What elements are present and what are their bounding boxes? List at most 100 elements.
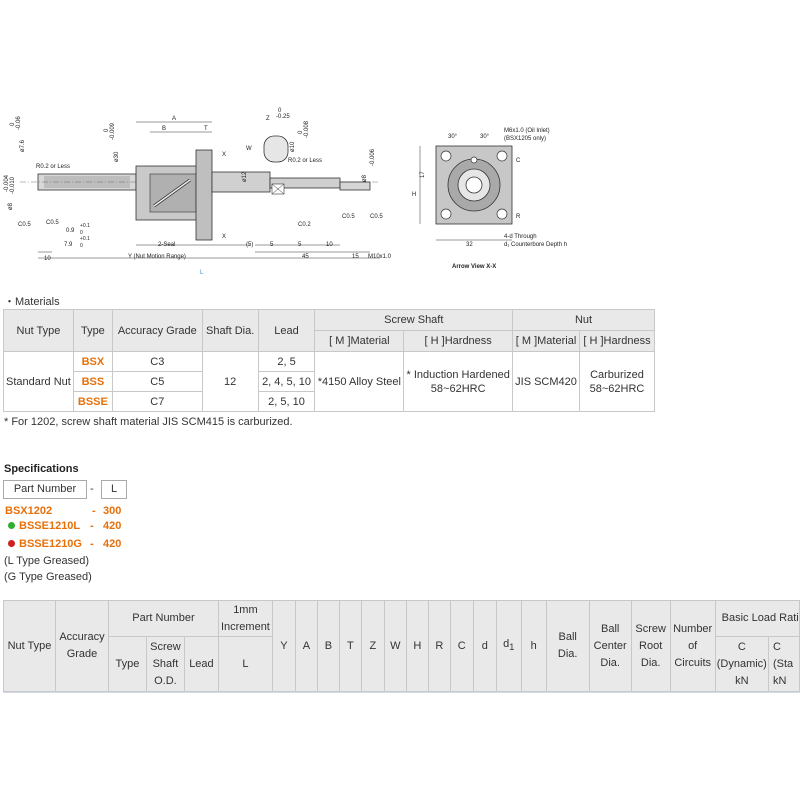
dim-32: 32 bbox=[466, 242, 473, 248]
col-dyn-line1: C bbox=[737, 640, 746, 653]
cell-accuracy: C3 bbox=[111, 351, 203, 372]
dim-c05-a: C0.5 bbox=[18, 222, 31, 228]
green-dot-icon bbox=[8, 522, 15, 529]
col-dyn-line2: (Dynamic) bbox=[716, 657, 767, 670]
header-screw-shaft: Screw Shaft bbox=[314, 309, 514, 331]
dim-09-tol-lower: 0 bbox=[80, 230, 83, 236]
col-screw-root-dia: Screw Root Dia. bbox=[630, 600, 671, 692]
col-circ-line2: of bbox=[688, 639, 698, 652]
col-sta-line1: C bbox=[772, 640, 781, 653]
col-d: d bbox=[472, 600, 497, 692]
col-z: Z bbox=[360, 600, 385, 692]
angle-30-right: 30° bbox=[480, 134, 490, 140]
col-accuracy-line1: Accuracy bbox=[59, 631, 105, 643]
materials-table: Nut Type Type Accuracy Grade Shaft Dia. … bbox=[3, 309, 656, 412]
angle-30-left: 30° bbox=[448, 134, 458, 140]
dim-z-tol-upper: 0 bbox=[278, 108, 282, 114]
dim-r02-right: R0.2 or Less bbox=[288, 158, 322, 164]
dim-c05-d: C0.5 bbox=[370, 214, 383, 220]
col-ball-dia: Ball Dia. bbox=[545, 600, 590, 692]
dim-phi30-tol-lower: -0.009 bbox=[110, 122, 116, 140]
cell-type-bss[interactable]: BSS bbox=[72, 371, 113, 392]
dim-c-view: C bbox=[516, 158, 521, 164]
col-ball-center-dia: Ball Center Dia. bbox=[588, 600, 632, 692]
col-increment: 1mm Increment bbox=[217, 600, 273, 637]
col-c: C bbox=[449, 600, 474, 692]
example-part[interactable]: BSSE1210L bbox=[19, 520, 81, 532]
nut-hardness-line2: 58~62HRC bbox=[589, 382, 645, 395]
header-accuracy-grade: Accuracy Grade bbox=[111, 309, 203, 352]
dim-z: Z bbox=[266, 116, 270, 122]
table-divider bbox=[3, 692, 800, 693]
col-dynamic: C (Dynamic) kN bbox=[714, 636, 769, 692]
cell-lead: 2, 4, 5, 10 bbox=[257, 371, 316, 392]
dim-t: T bbox=[204, 126, 208, 132]
dim-phi8-tol-lower: -0.010 bbox=[10, 176, 16, 194]
col-sta-line2: (Sta bbox=[772, 657, 794, 670]
dim-h: H bbox=[412, 192, 416, 198]
header-nut-hardness: [ H ]Hardness bbox=[578, 330, 656, 352]
col-lead: Lead bbox=[183, 636, 219, 692]
section-x-bottom: X bbox=[222, 234, 226, 240]
label-arrow-view: Arrow View X-X bbox=[452, 264, 496, 270]
col-dyn-line3: kN bbox=[735, 674, 749, 687]
col-part-number: Part Number bbox=[107, 600, 219, 637]
dim-79-tol-lower: 0 bbox=[80, 243, 83, 249]
col-d1: d1 bbox=[495, 600, 522, 692]
example-part[interactable]: BSX1202 bbox=[5, 505, 53, 517]
col-b: B bbox=[316, 600, 340, 692]
col-nut-type: Nut Type bbox=[3, 600, 56, 692]
cell-lead: 2, 5 bbox=[257, 351, 316, 372]
col-bcd-line1: Ball bbox=[601, 622, 620, 635]
dim-c02: C0.2 bbox=[298, 222, 311, 228]
col-type: Type bbox=[107, 636, 147, 692]
cell-accuracy: C5 bbox=[111, 371, 203, 392]
col-h: H bbox=[405, 600, 429, 692]
dim-c05-c: C0.5 bbox=[342, 214, 355, 220]
header-nut: Nut bbox=[512, 309, 655, 331]
col-circ-line3: Circuits bbox=[674, 656, 711, 669]
header-shaft-hardness: [ H ]Hardness bbox=[403, 330, 514, 352]
col-ball-line2: Dia. bbox=[557, 648, 578, 660]
col-srd-line1: Screw bbox=[635, 622, 666, 635]
label-2-seal: 2-Seal bbox=[158, 242, 175, 248]
dim-b: B bbox=[162, 126, 166, 132]
col-r: R bbox=[427, 600, 451, 692]
nut-flange bbox=[195, 149, 213, 241]
nut-hardness-line1: Carburized bbox=[590, 368, 644, 381]
dim-w: W bbox=[246, 146, 252, 152]
specifications-title: Specifications bbox=[4, 463, 79, 475]
dim-z-tol-lower: -0.25 bbox=[276, 114, 290, 120]
col-t: T bbox=[338, 600, 362, 692]
col-accuracy-grade: Accuracy Grade bbox=[54, 600, 109, 692]
cell-type-bsx[interactable]: BSX bbox=[72, 351, 113, 372]
cell-shaft-dia: 12 bbox=[201, 351, 259, 412]
cell-accuracy: C7 bbox=[111, 391, 203, 412]
col-h-depth: h bbox=[520, 600, 547, 692]
cell-shaft-material: *4150 Alloy Steel bbox=[314, 351, 405, 412]
col-bcd-line3: Dia. bbox=[600, 656, 620, 669]
example-dash: - bbox=[90, 520, 94, 532]
l-box: L bbox=[101, 480, 127, 499]
type-note-l: (L Type Greased) bbox=[4, 555, 89, 567]
dim-phi8-left: ø8 bbox=[8, 202, 14, 210]
red-dot-icon bbox=[8, 540, 15, 547]
dim-phi76-tol-lower: -0.06 bbox=[16, 116, 22, 130]
col-screw-line2: Shaft bbox=[152, 657, 179, 670]
cell-nut-type: Standard Nut bbox=[3, 351, 74, 412]
col-d1-base: d bbox=[503, 637, 510, 650]
dim-phi8-tol-upper: -0.004 bbox=[4, 174, 10, 192]
header-lead: Lead bbox=[257, 309, 316, 352]
dim-phi76-tol-upper: 0 bbox=[10, 122, 16, 126]
type-note-g: (G Type Greased) bbox=[4, 571, 92, 583]
label-y-range: Y (Nut Motion Range) bbox=[128, 254, 186, 260]
col-basic-load-rating: Basic Load Rati bbox=[714, 600, 800, 637]
col-number-of-circuits: Number of Circuits bbox=[669, 600, 716, 692]
dim-5-b: 5 bbox=[298, 242, 302, 248]
cell-type-bsse[interactable]: BSSE bbox=[72, 391, 113, 412]
materials-heading: ・Materials bbox=[4, 296, 60, 308]
dim-09: 0.9 bbox=[66, 228, 75, 234]
label-counterbore: d₁ Counterbore Depth h bbox=[504, 242, 567, 248]
example-part[interactable]: BSSE1210G bbox=[19, 538, 82, 550]
dim-79-tol-upper: +0.1 bbox=[80, 236, 90, 242]
